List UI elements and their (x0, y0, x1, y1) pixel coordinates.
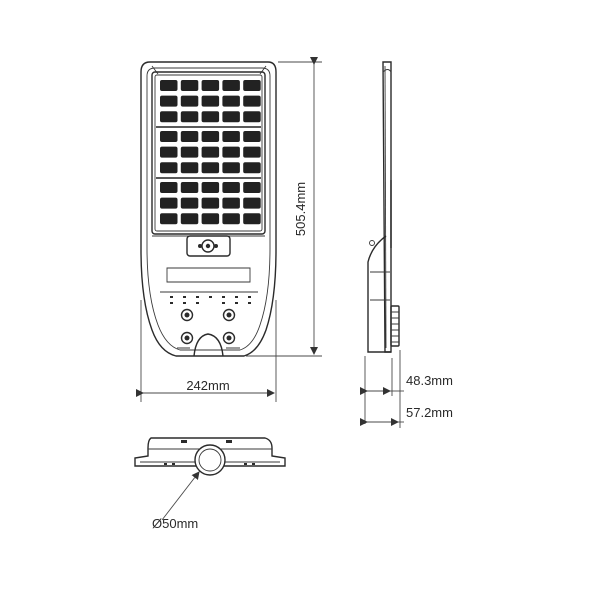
solar-cell (243, 95, 261, 107)
depth-large-label: 57.2mm (406, 405, 453, 420)
height-label: 505.4mm (293, 182, 308, 236)
solar-cell (180, 111, 199, 123)
solar-cell (160, 111, 178, 123)
solar-cell (180, 197, 199, 209)
solar-cells (156, 80, 261, 225)
solar-cell (222, 182, 240, 193)
solar-cell (160, 95, 178, 107)
solar-cell (180, 80, 199, 91)
solar-panel-frame (151, 71, 266, 235)
mount-bolts (180, 308, 236, 345)
solar-cell (201, 131, 220, 142)
bottom-bolt-marks (164, 440, 255, 465)
solar-cell (222, 131, 240, 142)
width-dimension: 242mm (136, 300, 277, 402)
solar-cell (180, 146, 199, 158)
solar-cell (243, 197, 261, 209)
housing-inner (146, 67, 271, 351)
solar-cell (160, 131, 178, 142)
corner-notches (151, 65, 267, 75)
solar-cell (180, 162, 199, 174)
height-dimension: 505.4mm (246, 57, 322, 357)
solar-cell (201, 197, 220, 209)
solar-cell (222, 111, 240, 123)
solar-cell (243, 111, 261, 123)
width-label: 242mm (186, 378, 229, 393)
side-panel-plate (382, 61, 392, 353)
solar-cell (222, 146, 240, 158)
vent-marks (170, 296, 251, 304)
solar-cell (201, 182, 220, 193)
solar-cell (222, 95, 240, 107)
side-body (367, 180, 392, 353)
solar-cell (222, 213, 240, 225)
solar-cell (180, 95, 199, 107)
solar-cell (180, 182, 199, 193)
bottom-view (134, 437, 286, 476)
solar-cell (160, 80, 178, 91)
solar-cell (222, 162, 240, 174)
solar-cell (160, 162, 178, 174)
depth-dimension-large: 57.2mm (360, 350, 453, 428)
pole-clamp (193, 333, 224, 357)
side-view (367, 61, 400, 353)
lamp-window (166, 267, 251, 283)
pole-cross-section (194, 444, 226, 476)
solar-cell (180, 213, 199, 225)
solar-cell (160, 197, 178, 209)
depth-small-label: 48.3mm (406, 373, 453, 388)
diameter-label: Ø50mm (152, 516, 198, 531)
solar-cell (243, 213, 261, 225)
solar-cell (222, 197, 240, 209)
solar-cell (160, 146, 178, 158)
solar-cell (201, 162, 220, 174)
solar-cell (243, 80, 261, 91)
solar-cell (243, 162, 261, 174)
side-bracket (390, 305, 400, 347)
solar-cell (243, 146, 261, 158)
sensor-module (186, 235, 231, 257)
solar-cell (243, 182, 261, 193)
solar-cell (201, 95, 220, 107)
solar-cell (201, 213, 220, 225)
depth-dimension-small: 48.3mm (360, 356, 453, 424)
solar-cell (201, 111, 220, 123)
front-view (140, 61, 277, 357)
housing-outline (140, 61, 277, 357)
solar-cell (180, 131, 199, 142)
solar-cell (160, 213, 178, 225)
solar-cell (160, 182, 178, 193)
solar-cell (201, 146, 220, 158)
diameter-dimension: Ø50mm (152, 471, 200, 531)
solar-cell (243, 131, 261, 142)
solar-panel-inner (154, 74, 263, 232)
solar-cell (222, 80, 240, 91)
bottom-body (134, 437, 286, 467)
solar-cell (201, 80, 220, 91)
